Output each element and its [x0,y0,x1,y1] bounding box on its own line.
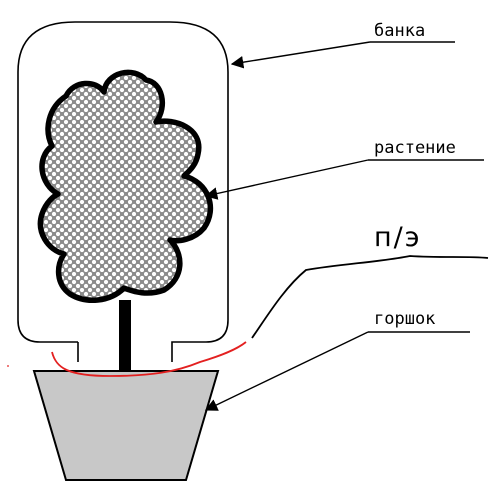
film-label-line [251,255,489,339]
jar-leader [230,41,371,69]
jar-outline [17,21,229,362]
jar-label: банка [374,21,425,41]
red-dot [7,365,9,367]
plant-crown [37,69,214,303]
film-label: п/э [374,222,422,253]
plant-leader [204,159,369,200]
film-seal-line [51,341,247,377]
pot [32,370,220,481]
plant-stem [119,300,131,372]
pot-label: горшок [374,309,435,329]
pot-leader [204,331,369,411]
plant-label: растение [374,138,456,158]
